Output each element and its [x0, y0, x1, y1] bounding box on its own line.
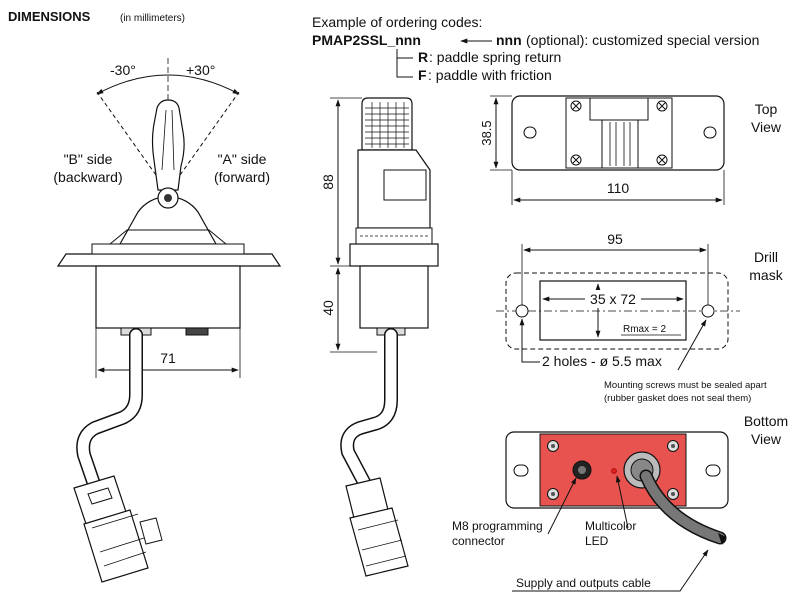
a-side-sublabel: (forward) [214, 169, 270, 185]
m8-sublabel: connector [452, 534, 505, 548]
mounting-plate [56, 253, 282, 267]
connector-key [87, 487, 113, 505]
side-paddle-texture [365, 102, 409, 148]
b-side-sublabel: (backward) [53, 169, 122, 185]
side-housing [359, 265, 429, 329]
m8-connector-stub [185, 327, 209, 336]
rmax-label: Rmax = 2 [623, 324, 667, 335]
holes-leader [519, 318, 540, 363]
multicolor-led [611, 468, 617, 474]
paddle-ridges [161, 109, 175, 171]
bottom-cable-fill [641, 471, 725, 543]
top-mount-hole-left [523, 126, 537, 139]
swing-arc [96, 74, 240, 95]
top-view: Top View 38.5 110 [479, 95, 782, 205]
lower-height-label: 40 [320, 300, 336, 316]
gasket [91, 243, 245, 255]
bottom-cable-end [718, 533, 726, 545]
side-hub-window [383, 169, 427, 201]
drill-mask: Drill mask 95 35 x 72 Rmax = 2 2 holes -… [496, 231, 784, 404]
top-width-label: 110 [607, 180, 630, 196]
option-bracket [396, 49, 413, 78]
ordering-code: PMAP2SSL_nnn [312, 32, 421, 48]
unit-note: (in millimeters) [120, 13, 185, 24]
angle-right-label: +30° [186, 62, 215, 78]
holes-label: 2 holes - ø 5.5 max [542, 353, 662, 369]
bottom-mount-hole-right [705, 464, 721, 477]
side-plate [349, 243, 439, 267]
bottom-view-sublabel: View [751, 431, 782, 447]
a-side-label: "A" side [218, 151, 267, 167]
connector-body [83, 509, 149, 583]
option-r-key: R [418, 49, 428, 65]
top-height-label: 38.5 [479, 120, 494, 145]
m8-leader [547, 477, 577, 535]
option-f-desc: : paddle with friction [428, 67, 552, 83]
m8-connector-pins [578, 466, 586, 474]
hole-spacing-label: 95 [607, 231, 623, 247]
front-view: -30° +30° "B" side (backward) "A" side (… [53, 58, 282, 583]
top-paddle-ridges [609, 122, 631, 166]
cable-label: Supply and outputs cable [516, 576, 651, 590]
option-f-key: F [418, 67, 427, 83]
drill-mask-label: Drill [754, 249, 778, 265]
top-paddle [601, 119, 639, 169]
page-title: DIMENSIONS [8, 9, 91, 24]
top-view-label: Top [755, 101, 778, 117]
angle-left-label: -30° [110, 62, 136, 78]
b-side-label: "B" side [64, 151, 113, 167]
top-mount-hole-right [703, 126, 717, 139]
side-cable-fill [341, 329, 397, 492]
cutout-label-bg [585, 290, 641, 308]
ordering-intro: Example of ordering codes: [312, 14, 482, 30]
nnn-label: nnn [496, 32, 522, 48]
housing [95, 265, 241, 329]
side-connector-ribs [357, 519, 407, 567]
side-connector-body [349, 507, 409, 577]
cable-leader [512, 549, 709, 592]
bottom-mount-hole-left [513, 464, 529, 477]
side-view: 88 40 [320, 97, 439, 577]
led-label: Multicolor [585, 519, 636, 533]
mounting-note-line1: Mounting screws must be sealed apart [604, 380, 767, 391]
drill-mask-sublabel: mask [749, 267, 783, 283]
top-view-sublabel: View [751, 119, 782, 135]
bottom-view-label: Bottom [744, 413, 788, 429]
connector-ribs [91, 513, 147, 567]
top-screws [570, 100, 668, 166]
pivot-screw-head [164, 194, 172, 202]
connector-latch [139, 517, 163, 545]
cable-fill [77, 329, 142, 496]
upper-height-label: 88 [320, 174, 336, 190]
bottom-screws [547, 440, 679, 500]
drill-mask-outline [505, 272, 729, 350]
led-sublabel: LED [585, 534, 609, 548]
option-r-desc: : paddle spring return [429, 49, 561, 65]
mounting-note-line2: (rubber gasket does not seal them) [604, 393, 751, 404]
cutout-label: 35 x 72 [590, 291, 636, 307]
led-leader [615, 475, 629, 529]
mounting-note-leader [677, 319, 707, 371]
nnn-description: (optional): customized special version [526, 32, 759, 48]
drill-hole-left [515, 304, 529, 318]
hub-base [109, 229, 227, 245]
width-dimension-label: 71 [160, 350, 176, 366]
drill-hole-right [701, 304, 715, 318]
paddle [151, 99, 185, 191]
bottom-view: Bottom View M8 programming connector Mul… [452, 413, 788, 592]
m8-label: M8 programming [452, 519, 543, 533]
side-paddle [361, 97, 413, 151]
ordering-codes: Example of ordering codes: PMAP2SSL_nnn … [312, 14, 759, 83]
